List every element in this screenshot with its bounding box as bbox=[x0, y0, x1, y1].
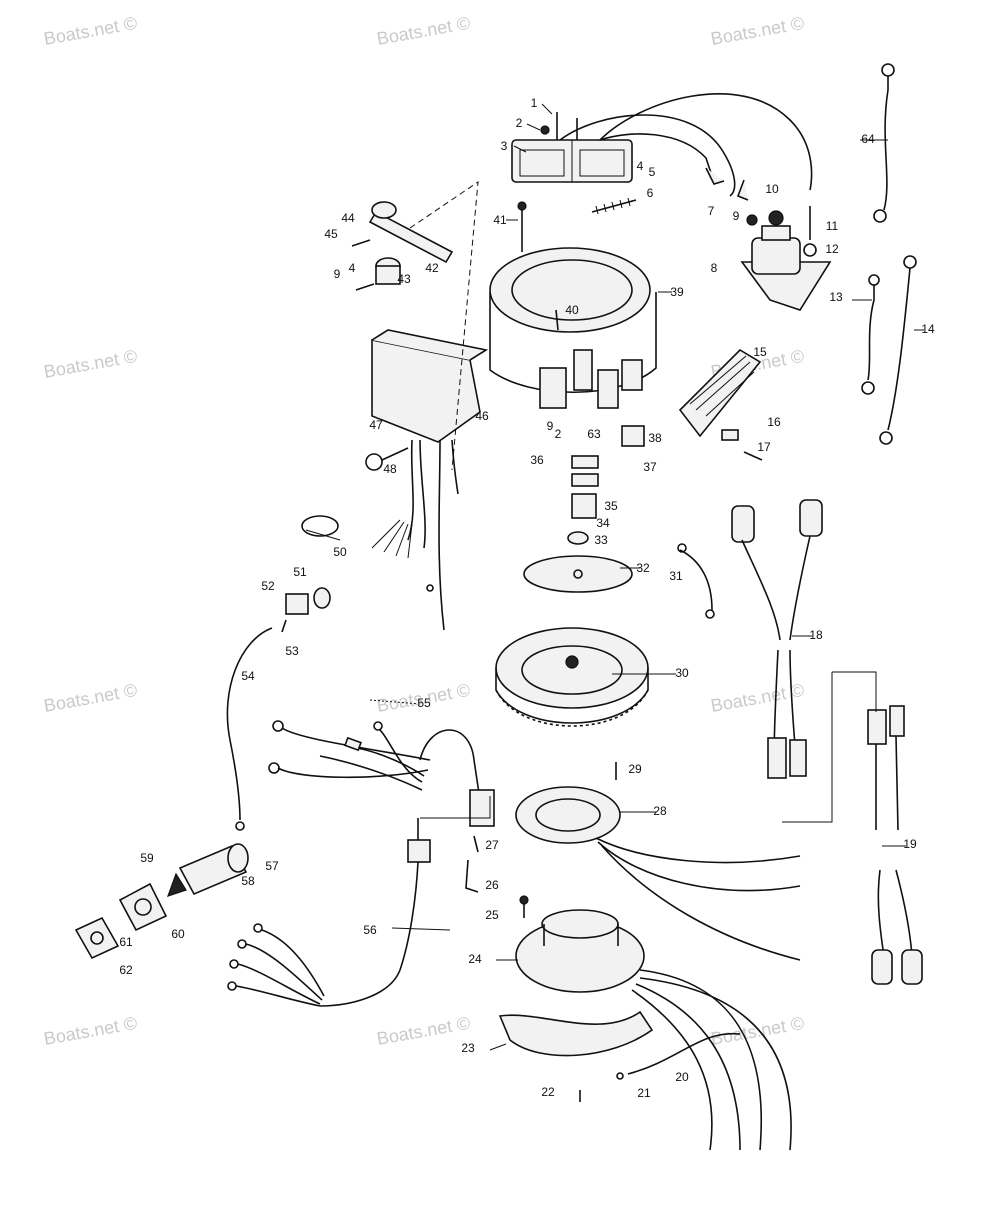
part-number-label: 25 bbox=[485, 908, 499, 922]
part-number-label: 39 bbox=[670, 285, 684, 299]
part-number-label: 8 bbox=[711, 261, 718, 275]
part-number-label: 1 bbox=[531, 96, 538, 110]
watermark: Boats.net © bbox=[375, 13, 471, 49]
part-number-label: 12 bbox=[825, 242, 839, 256]
part-number-label: 61 bbox=[119, 935, 133, 949]
part-number-label: 2 bbox=[555, 427, 562, 441]
part-number-label: 9 bbox=[547, 419, 554, 433]
part-number-label: 32 bbox=[636, 561, 650, 575]
part-number-label: 37 bbox=[643, 460, 657, 474]
part-number-label: 59 bbox=[140, 851, 154, 865]
part-number-label: 3 bbox=[501, 139, 508, 153]
watermark: Boats.net © bbox=[42, 13, 138, 49]
part-number-label: 18 bbox=[809, 628, 823, 642]
part-number-label: 45 bbox=[324, 227, 338, 241]
wiring-harness-56 bbox=[227, 839, 431, 1007]
part-number-label: 28 bbox=[653, 804, 667, 818]
part-number-label: 63 bbox=[587, 427, 601, 441]
flywheel-parts-32-35 bbox=[523, 425, 645, 593]
part-number-label: 64 bbox=[861, 132, 875, 146]
stator-28 bbox=[515, 762, 801, 961]
part-number-label: 6 bbox=[647, 186, 654, 200]
part-number-label: 46 bbox=[475, 409, 489, 423]
switch-box-46 bbox=[365, 329, 489, 631]
part-number-label: 51 bbox=[293, 565, 307, 579]
watermark: Boats.net © bbox=[709, 13, 805, 49]
part-number-label: 35 bbox=[604, 499, 618, 513]
part-number-label: 60 bbox=[171, 927, 185, 941]
part-number-label: 31 bbox=[669, 569, 683, 583]
choke-switch-51-52 bbox=[281, 587, 331, 633]
part-number-label: 19 bbox=[903, 837, 917, 851]
part-number-label: 38 bbox=[648, 431, 662, 445]
part-number-label: 24 bbox=[468, 952, 482, 966]
part-number-label: 5 bbox=[649, 165, 656, 179]
part-number-label: 10 bbox=[765, 182, 779, 196]
part-number-label: 41 bbox=[493, 213, 507, 227]
part-number-label: 62 bbox=[119, 963, 133, 977]
flywheel-30 bbox=[495, 627, 649, 727]
part-number-label: 36 bbox=[530, 453, 544, 467]
part-number-label: 21 bbox=[637, 1086, 651, 1100]
part-number-label: 34 bbox=[596, 516, 610, 530]
watermark: Boats.net © bbox=[42, 1013, 138, 1049]
part-number-label: 17 bbox=[757, 440, 771, 454]
watermark: Boats.net © bbox=[375, 1013, 471, 1049]
part-number-label: 14 bbox=[921, 322, 935, 336]
part-number-label: 15 bbox=[753, 345, 767, 359]
part-number-label: 55 bbox=[417, 696, 431, 710]
part-number-label: 29 bbox=[628, 762, 642, 776]
part-number-label: 50 bbox=[333, 545, 347, 559]
part-number-label: 40 bbox=[565, 303, 579, 317]
bracket-42 bbox=[351, 201, 454, 291]
part-number-label: 22 bbox=[541, 1085, 555, 1099]
terminal-strip-6 bbox=[591, 197, 637, 215]
part-number-label: 23 bbox=[461, 1041, 475, 1055]
part-number-label: 11 bbox=[826, 219, 839, 233]
coil-pack-3 bbox=[511, 112, 633, 183]
part-number-label: 2 bbox=[516, 116, 523, 130]
watermark: Boats.net © bbox=[709, 1013, 805, 1049]
battery-cables-18 bbox=[731, 499, 823, 779]
watermark-layer: Boats.net © Boats.net © Boats.net © Boats.n… bbox=[42, 13, 805, 1049]
part-number-label: 53 bbox=[285, 644, 299, 658]
wiring-harness-55 bbox=[268, 720, 495, 827]
part-number-label: 26 bbox=[485, 878, 499, 892]
part-number-label: 30 bbox=[675, 666, 689, 680]
battery-cables-19 bbox=[867, 705, 923, 985]
part-number-label: 7 bbox=[708, 204, 715, 218]
key-switch-58 bbox=[167, 843, 249, 897]
part-number-label: 4 bbox=[637, 159, 644, 173]
part-number-label: 4 bbox=[349, 261, 356, 275]
part-number-label: 44 bbox=[341, 211, 355, 225]
part-number-label: 43 bbox=[397, 272, 411, 286]
part-number-label: 27 bbox=[485, 838, 499, 852]
part-number-label: 54 bbox=[241, 669, 255, 683]
rectifier-15 bbox=[678, 348, 763, 461]
part-number-label: 33 bbox=[594, 533, 608, 547]
timer-base-39 bbox=[489, 201, 657, 409]
part-number-label: 16 bbox=[767, 415, 781, 429]
part-number-label: 56 bbox=[363, 923, 377, 937]
part-number-label: 52 bbox=[261, 579, 275, 593]
part-number-label: 57 bbox=[265, 859, 279, 873]
part-number-label: 58 bbox=[241, 874, 255, 888]
part-number-label: 20 bbox=[675, 1070, 689, 1084]
part-number-label: 48 bbox=[383, 462, 397, 476]
battery-cables bbox=[861, 63, 917, 445]
part-number-label: 42 bbox=[425, 261, 439, 275]
part-number-label: 9 bbox=[733, 209, 740, 223]
part-number-label: 9 bbox=[334, 267, 341, 281]
watermark: Boats.net © bbox=[42, 346, 138, 382]
part-number-label: 13 bbox=[829, 290, 843, 304]
watermark: Boats.net © bbox=[42, 680, 138, 716]
timer-base-24 bbox=[515, 895, 645, 993]
parts-drawing bbox=[74, 63, 924, 1151]
part-number-label: 47 bbox=[369, 418, 383, 432]
starter-solenoid-8 bbox=[740, 206, 832, 311]
